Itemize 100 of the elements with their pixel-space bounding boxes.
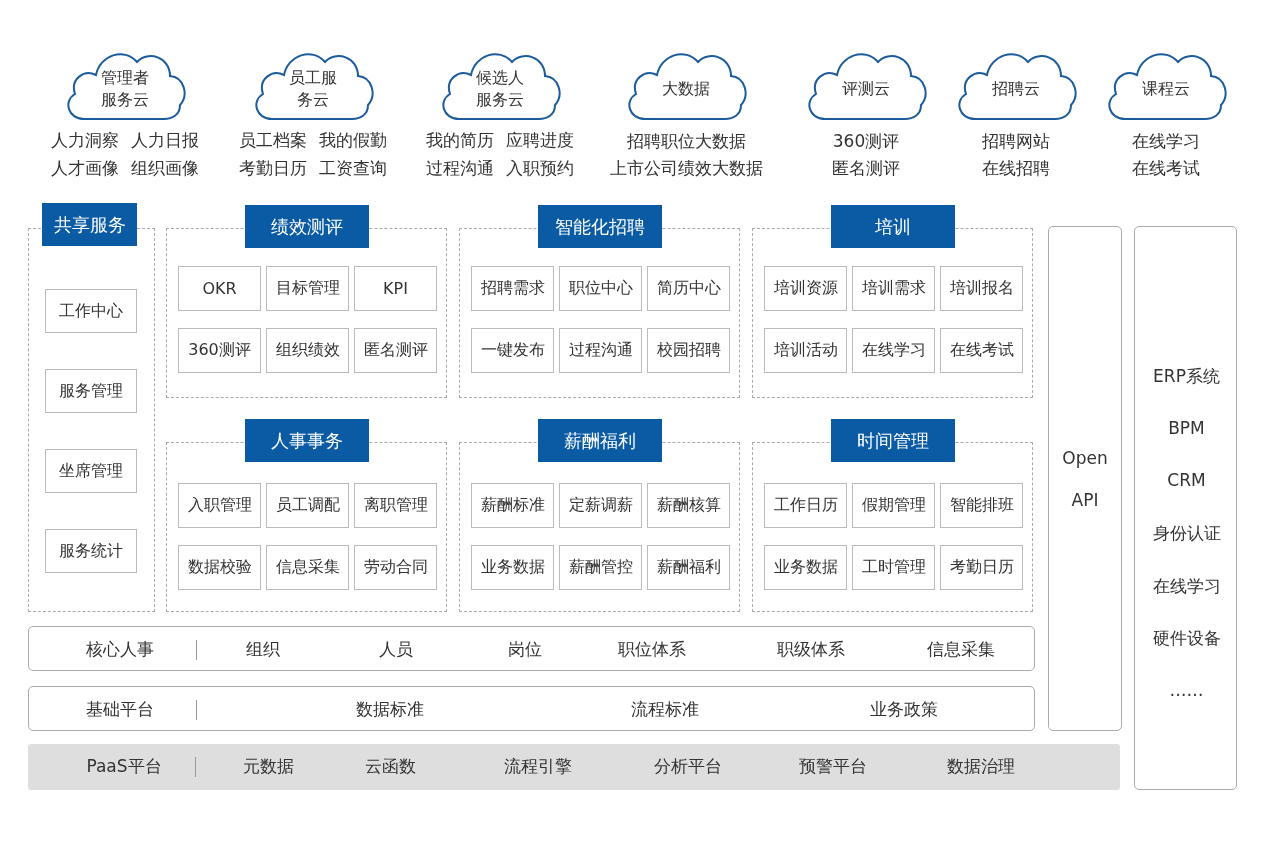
- feature-label: 上市公司绩效大数据: [609, 157, 763, 178]
- module-box: 定薪调薪: [559, 483, 642, 528]
- feature-label: 人才画像: [51, 158, 119, 179]
- module-box: 智能排班: [940, 483, 1023, 528]
- feature-label: 360测评: [832, 130, 900, 151]
- integration-item: 硬件设备: [1152, 628, 1221, 648]
- module-box: KPI: [354, 266, 437, 311]
- cloud-label: 课程云: [1141, 78, 1191, 100]
- module-box: 简历中心: [647, 266, 730, 311]
- panel-heading: 培训: [830, 205, 955, 248]
- band-label: 信息采集: [927, 639, 995, 659]
- feature-label: 考勤日历: [239, 158, 307, 179]
- api-panel: Open API: [1048, 226, 1122, 731]
- band-label: 业务政策: [870, 699, 938, 719]
- module-box: OKR: [178, 266, 261, 311]
- integration-item: BPM: [1168, 418, 1205, 438]
- module-box: 目标管理: [266, 266, 349, 311]
- module-box: 数据校验: [178, 545, 261, 590]
- module-box: 劳动合同: [354, 545, 437, 590]
- module-box: 坐席管理: [45, 449, 137, 493]
- module-box: 一键发布: [471, 328, 554, 373]
- module-box: 服务统计: [45, 529, 137, 573]
- panel-heading: 时间管理: [830, 419, 955, 462]
- cloud-label: 员工服务云: [288, 67, 338, 111]
- cloud-label: 大数据: [661, 78, 711, 100]
- feature-label: 人力日报: [131, 129, 199, 150]
- module-box: 职位中心: [559, 266, 642, 311]
- band-label: 流程标准: [631, 699, 699, 719]
- cloud-label: 管理者服务云: [100, 67, 150, 111]
- feature-label: 我的简历: [426, 129, 494, 150]
- module-box: 培训资源: [764, 266, 847, 311]
- module-box: 在线学习: [852, 328, 935, 373]
- feature-label: 匿名测评: [832, 157, 900, 178]
- panel-heading: 绩效测评: [244, 205, 369, 248]
- module-box: 培训报名: [940, 266, 1023, 311]
- module-box: 校园招聘: [647, 328, 730, 373]
- layer-band: [28, 626, 1035, 671]
- band-label: 流程引擎: [504, 756, 572, 776]
- band-label: 核心人事: [86, 639, 154, 659]
- cloud-label: 评测云: [841, 78, 891, 100]
- module-box: 信息采集: [266, 545, 349, 590]
- module-box: 组织绩效: [266, 328, 349, 373]
- feature-label: 员工档案: [239, 129, 307, 150]
- panel-heading: 共享服务: [42, 203, 137, 246]
- layer-band: [28, 686, 1035, 731]
- module-box: 薪酬核算: [647, 483, 730, 528]
- integration-panel: [1134, 226, 1237, 790]
- module-box: 员工调配: [266, 483, 349, 528]
- cloud-label: 招聘云: [991, 78, 1041, 100]
- module-box: 服务管理: [45, 369, 137, 413]
- module-box: 业务数据: [471, 545, 554, 590]
- panel-heading: 人事事务: [244, 419, 369, 462]
- module-box: 薪酬管控: [559, 545, 642, 590]
- band-label: 人员: [379, 639, 413, 659]
- feature-label: 招聘网站: [982, 130, 1050, 151]
- feature-label: 组织画像: [131, 158, 199, 179]
- band-label: 数据治理: [947, 756, 1015, 776]
- integration-item: ERP系统: [1153, 366, 1220, 386]
- feature-label: 过程沟通: [426, 158, 494, 179]
- module-box: 匿名测评: [354, 328, 437, 373]
- module-box: 业务数据: [764, 545, 847, 590]
- band-label: 云函数: [364, 756, 416, 776]
- module-box: 假期管理: [852, 483, 935, 528]
- band-label: 预警平台: [799, 756, 867, 776]
- panel-heading: 智能化招聘: [537, 205, 662, 248]
- module-box: 过程沟通: [559, 328, 642, 373]
- feature-label: 入职预约: [506, 158, 574, 179]
- feature-label: 应聘进度: [506, 129, 574, 150]
- module-box: 工作日历: [764, 483, 847, 528]
- band-label: 组织: [246, 639, 280, 659]
- module-box: 工作中心: [45, 289, 137, 333]
- feature-label: 招聘职位大数据: [626, 130, 746, 151]
- module-box: 入职管理: [178, 483, 261, 528]
- band-label: 基础平台: [86, 699, 154, 719]
- module-box: 工时管理: [852, 545, 935, 590]
- feature-label: 人力洞察: [51, 129, 119, 150]
- layer-band: [28, 744, 1120, 790]
- band-label: 分析平台: [654, 756, 722, 776]
- cloud-label: 候选人服务云: [475, 67, 525, 111]
- integration-item: ……: [1169, 680, 1204, 700]
- band-label: 元数据: [242, 756, 294, 776]
- module-box: 薪酬福利: [647, 545, 730, 590]
- feature-label: 工资查询: [319, 158, 387, 179]
- module-box: 培训活动: [764, 328, 847, 373]
- module-box: 薪酬标准: [471, 483, 554, 528]
- module-box: 离职管理: [354, 483, 437, 528]
- module-box: 360测评: [178, 328, 261, 373]
- module-box: 培训需求: [852, 266, 935, 311]
- feature-label: 我的假勤: [319, 129, 387, 150]
- band-label: PaaS平台: [86, 756, 162, 776]
- integration-item: 在线学习: [1152, 576, 1221, 596]
- module-box: 招聘需求: [471, 266, 554, 311]
- band-label: 职位体系: [618, 639, 686, 659]
- feature-label: 在线考试: [1132, 157, 1200, 178]
- integration-item: CRM: [1167, 470, 1206, 490]
- band-label: 数据标准: [356, 699, 424, 719]
- band-label: 职级体系: [777, 639, 845, 659]
- feature-label: 在线学习: [1132, 130, 1200, 151]
- integration-item: 身份认证: [1152, 523, 1221, 543]
- band-label: 岗位: [508, 639, 542, 659]
